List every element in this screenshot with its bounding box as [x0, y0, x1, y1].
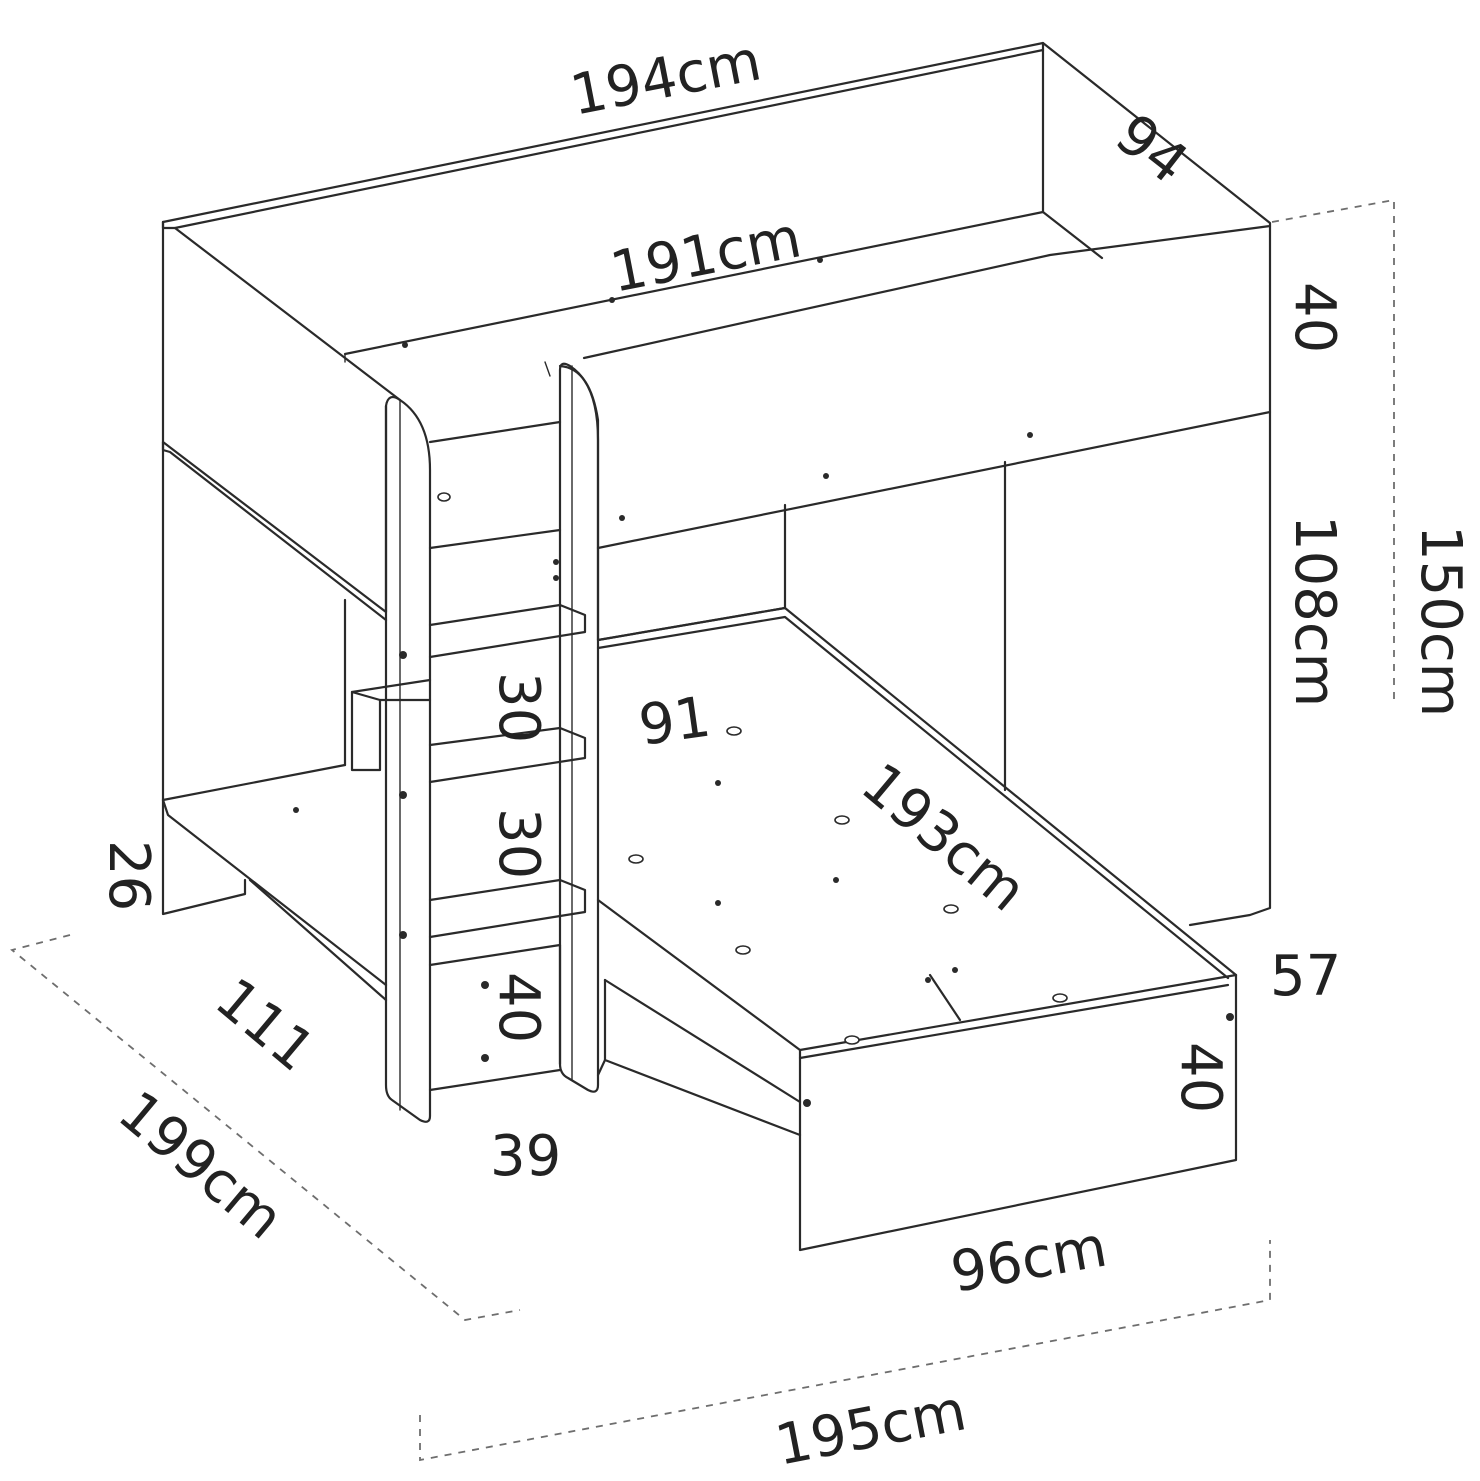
label-total-height: 150cm	[1408, 525, 1473, 717]
lower-left-side	[161, 440, 432, 1002]
upper-left-end-panel	[161, 220, 388, 622]
label-inner-length: 191cm	[605, 205, 806, 305]
fixing-holes	[293, 257, 1234, 1107]
label-lower-bed-width-inner: 91	[635, 685, 715, 759]
label-floor-clearance: 26	[96, 840, 161, 911]
label-upper-height: 108cm	[1282, 515, 1347, 707]
label-upper-guard-height: 40	[1282, 282, 1347, 353]
label-lower-bed-width: 96cm	[946, 1215, 1112, 1306]
ladder	[384, 362, 600, 1123]
label-lower-bed-length: 193cm	[849, 751, 1038, 924]
dimension-guides	[10, 198, 1395, 1462]
label-total-depth: 199cm	[106, 1079, 295, 1252]
label-lower-bed-front: 40	[1168, 1042, 1233, 1113]
upper-bunk-underside	[428, 410, 1272, 927]
label-step-gap-2: 30	[486, 808, 551, 879]
label-step-gap-1: 30	[486, 672, 551, 743]
lower-bed	[596, 606, 1238, 1252]
label-side-depth: 111	[203, 966, 327, 1085]
label-total-length: 195cm	[770, 1378, 971, 1478]
label-step-bottom: 40	[486, 972, 551, 1043]
label-step-depth: 39	[490, 1124, 561, 1189]
label-lower-bed-depth: 57	[1270, 944, 1341, 1009]
label-top-depth: 94	[1103, 102, 1199, 197]
